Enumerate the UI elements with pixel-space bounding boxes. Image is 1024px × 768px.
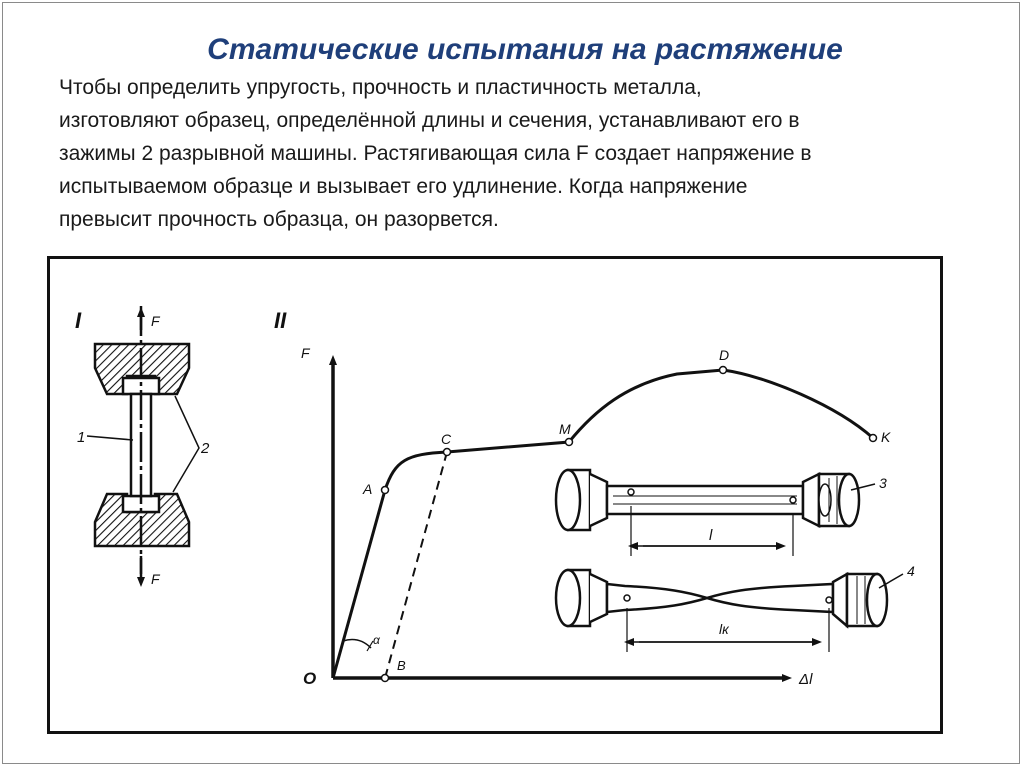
unloading-line	[384, 451, 448, 679]
x-axis-label: Δl	[798, 671, 813, 688]
point-m-label: M	[559, 421, 571, 437]
slide-title: Статические испытания на растяжение	[207, 33, 843, 66]
gauge-mark	[789, 496, 797, 504]
sample-3-leader	[850, 483, 876, 491]
paragraph-line: Чтобы определить упругость, прочность и …	[59, 76, 702, 99]
grips-leader	[172, 395, 200, 493]
panel-two: II F Δl O α A C M D K	[274, 308, 915, 688]
sample-number-label: 1	[77, 429, 85, 446]
angle-arc	[342, 638, 372, 649]
panel-one-roman-numeral: I	[75, 308, 82, 333]
point-m-marker	[564, 437, 574, 447]
angle-leader	[366, 640, 374, 652]
length-l-label: l	[709, 527, 713, 544]
point-a-marker	[380, 485, 390, 495]
point-k-label: K	[881, 429, 891, 445]
point-c-label: C	[441, 431, 452, 447]
gauge-mark	[623, 594, 631, 602]
paragraph-line: изготовляют образец, определённой длины …	[59, 109, 800, 132]
point-d-label: D	[719, 347, 729, 363]
point-b-label: B	[397, 658, 406, 673]
tensile-test-figure: I F F 1 2 II	[47, 256, 943, 734]
force-top-label: F	[151, 313, 161, 329]
point-d-marker	[718, 365, 728, 375]
gauge-mark	[627, 488, 635, 496]
panel-one: I F F 1 2	[75, 306, 210, 587]
description-paragraph: Чтобы определить упругость, прочность и …	[59, 71, 999, 236]
paragraph-line: испытываемом образце и вызывает его удли…	[59, 175, 748, 198]
specimen-4	[554, 568, 889, 629]
force-bottom-label: F	[151, 571, 161, 587]
length-lk-label: lк	[719, 621, 730, 637]
paragraph-line: зажимы 2 разрывной машины. Растягивающая…	[59, 142, 812, 165]
angle-label: α	[373, 633, 381, 647]
point-c-marker	[442, 447, 452, 457]
paragraph-line: превысит прочность образца, он разорветс…	[59, 208, 499, 231]
point-k-marker	[868, 433, 878, 443]
y-axis-label: F	[301, 345, 311, 361]
stress-strain-curve	[331, 368, 874, 679]
gauge-mark	[825, 596, 833, 604]
grips-number-label: 2	[200, 440, 210, 457]
panel-two-roman-numeral: II	[274, 308, 287, 333]
sample-4-leader	[878, 573, 904, 589]
figure-frame	[47, 256, 943, 734]
specimen-3	[554, 468, 861, 532]
sample-3-label: 3	[879, 475, 887, 491]
point-a-label: A	[362, 481, 372, 497]
sample-leader	[86, 435, 134, 441]
origin-label: O	[303, 669, 316, 688]
point-b-marker	[380, 673, 390, 683]
sample-4-label: 4	[907, 563, 915, 579]
